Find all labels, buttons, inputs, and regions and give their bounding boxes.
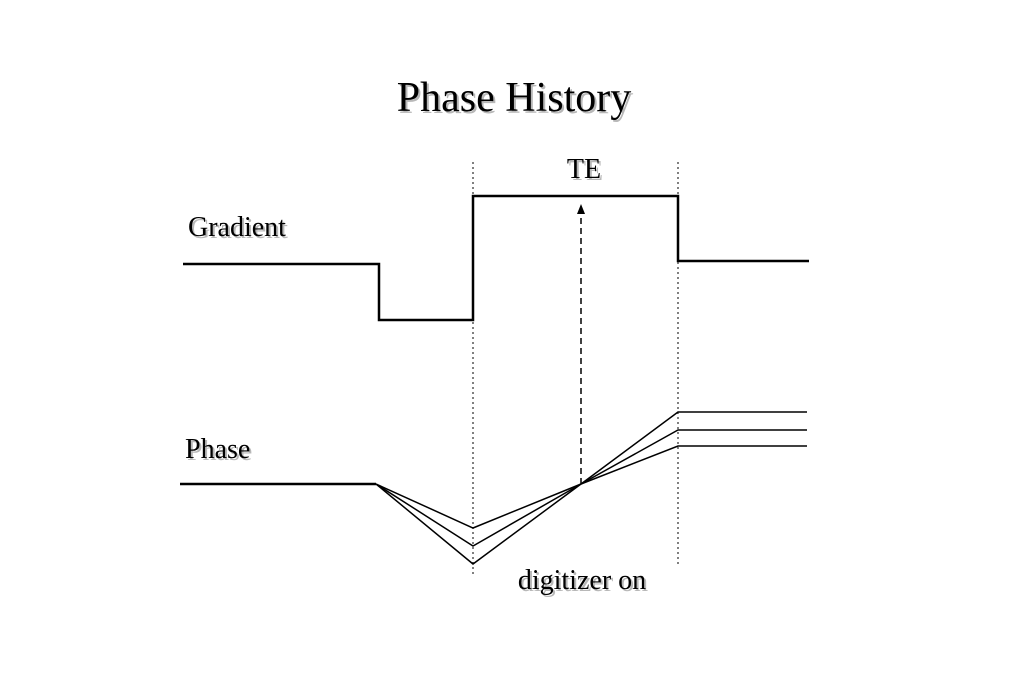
phase-trace-mid-freq: [375, 429, 807, 547]
phase-trace-high-freq: [375, 411, 807, 565]
te-label-shadow: TE: [569, 156, 603, 187]
phase-trace-low-freq: [375, 445, 807, 529]
te-label: TE: [567, 154, 601, 185]
gradient-label: Gradient: [188, 212, 286, 243]
phase-label-shadow: Phase: [187, 436, 252, 467]
digitizer-label-shadow: digitizer on: [520, 567, 648, 598]
title-group: Phase History Phase History: [397, 75, 634, 123]
phase-label: Phase: [185, 434, 250, 465]
te-arrow-head: [577, 204, 585, 214]
gradient-waveform: [183, 194, 809, 322]
title-shadow: Phase History: [399, 77, 634, 123]
gradient-label-shadow: Gradient: [190, 214, 288, 245]
te-arrow: [577, 204, 585, 484]
phase-traces: [180, 411, 807, 565]
labels: TE TE Gradient Gradient Phase Phase digi…: [185, 154, 648, 598]
timing-guides: [472, 162, 679, 576]
digitizer-label: digitizer on: [518, 565, 646, 596]
page-title: Phase History: [397, 75, 632, 121]
